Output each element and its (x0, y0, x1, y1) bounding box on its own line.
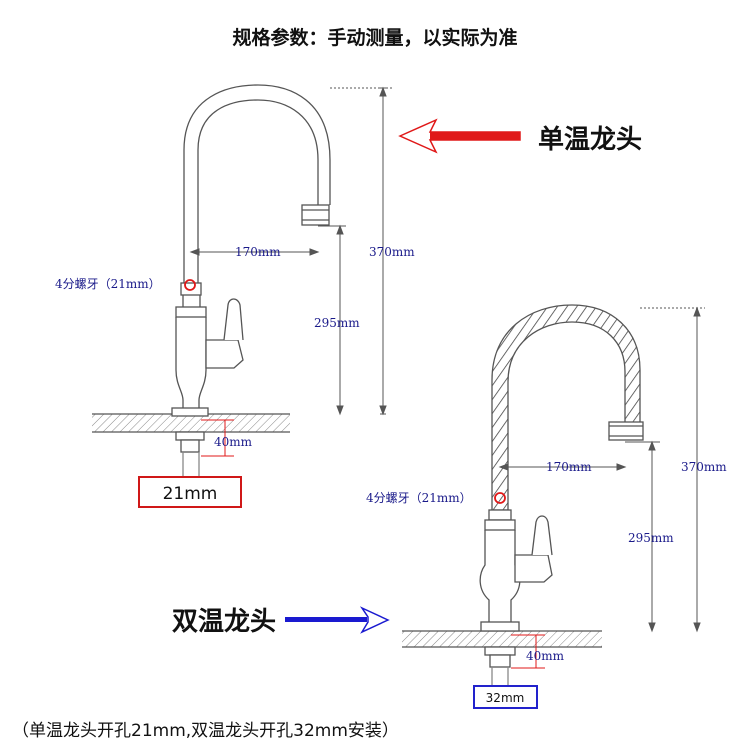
dimensions-double (498, 306, 705, 669)
shank-label-double: 40mm (526, 649, 565, 663)
thread-marker-double (494, 492, 506, 504)
hole-size-single: 21mm (163, 484, 218, 504)
faucet-single-drawing (92, 84, 331, 476)
installation-note: （单温龙头开孔21mm,双温龙头开孔32mm安装） (12, 721, 399, 741)
dimensions-single (189, 86, 392, 457)
aerator-single (301, 204, 330, 226)
arrow-double (285, 606, 390, 634)
counter-top-double (402, 631, 602, 647)
spout-height-label-double: 295mm (628, 531, 674, 545)
shank-label-single: 40mm (214, 435, 253, 449)
faucet-double-drawing (402, 304, 644, 685)
arrow-single (398, 118, 521, 154)
page-title: 规格参数：手动测量，以实际为准 (232, 26, 517, 49)
handle-double (514, 554, 553, 583)
thread-label-single: 4分螺牙（21mm） (55, 277, 161, 291)
spout-double (491, 304, 641, 511)
hole-size-double: 32mm (486, 691, 525, 705)
thread-label-double: 4分螺牙（21mm） (366, 491, 472, 505)
hole-size-box-single (138, 476, 242, 508)
spout-single (183, 84, 331, 285)
aerator-double (608, 421, 644, 441)
counter-top-single (92, 414, 290, 432)
double-faucet-title: 双温龙头 (172, 607, 276, 637)
handle-single (205, 339, 244, 369)
height-label-double: 370mm (681, 460, 727, 474)
thread-marker-single (184, 279, 196, 291)
reach-label-single: 170mm (235, 245, 281, 259)
height-label-single: 370mm (369, 245, 415, 259)
single-faucet-title: 单温龙头 (538, 125, 642, 155)
hole-size-box-double (473, 685, 538, 709)
spout-height-label-single: 295mm (314, 316, 360, 330)
reach-label-double: 170mm (546, 460, 592, 474)
